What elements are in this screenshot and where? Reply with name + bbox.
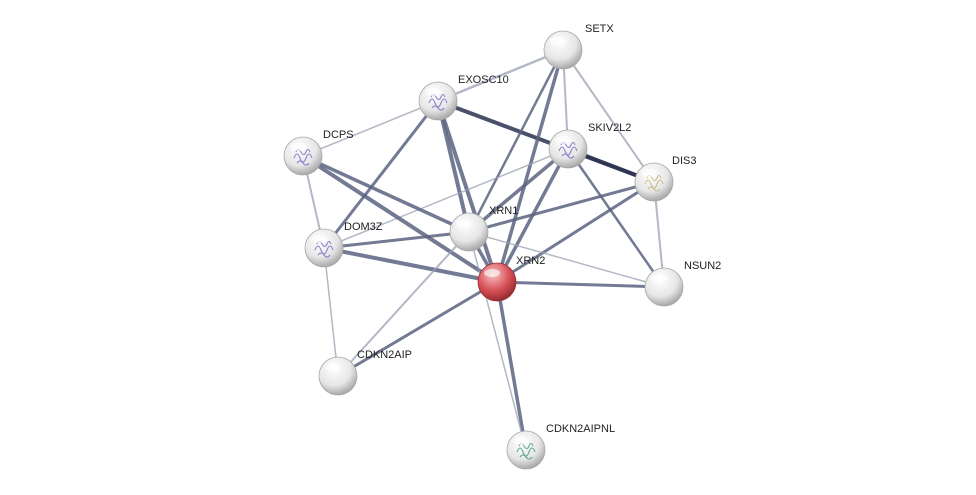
edge-dom3z-cdkn2aip[interactable] [323,247,339,377]
edge-xrn1-nsun2[interactable] [468,231,665,288]
edges [301,48,666,451]
node-label: EXOSC10 [458,74,509,86]
node-sphere[interactable] [304,228,344,268]
edge-setx-xrn1[interactable] [467,49,565,233]
node-sphere[interactable] [283,136,323,176]
node-label: SETX [585,23,614,35]
edge-exosc10-setx[interactable] [437,48,564,103]
node-label: XRN1 [489,205,518,217]
edge-skiv2l2-xrn1[interactable] [467,147,570,234]
sphere-highlight [651,274,667,282]
node-setx[interactable]: SETX [543,23,614,70]
node-xrn1[interactable]: XRN1 [449,205,518,252]
edge-xrn2-cdkn2aipnl[interactable] [495,281,528,451]
node-label: CDKN2AIPNL [546,423,615,435]
node-sphere[interactable] [543,30,583,70]
node-label: NSUN2 [684,260,721,272]
node-dom3z[interactable]: DOM3Z [304,221,383,268]
edge-xrn1-cdkn2aipnl[interactable] [468,231,527,451]
node-exosc10[interactable]: EXOSC10 [418,74,509,121]
node-sphere[interactable] [506,430,546,470]
node-sphere[interactable] [548,129,588,169]
edge-exosc10-dom3z[interactable] [322,100,440,249]
edge-setx-dis3[interactable] [562,49,655,183]
node-sphere[interactable] [418,81,458,121]
node-label: DCPS [323,129,354,141]
node-sphere[interactable] [449,212,489,252]
node-dcps[interactable]: DCPS [283,129,354,176]
node-sphere[interactable] [318,356,358,396]
node-sphere[interactable] [477,262,517,302]
sphere-highlight [513,437,529,445]
node-nsun2[interactable]: NSUN2 [644,260,721,307]
edge-xrn2-nsun2[interactable] [496,280,665,289]
node-skiv2l2[interactable]: SKIV2L2 [548,122,631,169]
edge-xrn2-cdkn2aip[interactable] [337,280,498,378]
node-label: DIS3 [672,155,696,167]
edge-skiv2l2-dom3z[interactable] [323,148,569,249]
node-cdkn2aipnl[interactable]: CDKN2AIPNL [506,423,615,470]
sphere-highlight [550,37,566,45]
sphere-highlight [425,88,441,96]
edge-dom3z-xrn2[interactable] [323,246,498,284]
sphere-highlight [484,269,500,277]
sphere-highlight [641,169,657,177]
edge-skiv2l2-nsun2[interactable] [566,148,666,288]
edge-xrn1-cdkn2aip[interactable] [337,231,470,377]
edge-dcps-xrn1[interactable] [302,154,470,234]
node-label: CDKN2AIP [357,349,412,361]
edge-dcps-xrn2[interactable] [301,154,499,284]
edge-dis3-xrn2[interactable] [496,180,655,284]
node-label: XRN2 [516,255,545,267]
node-label: SKIV2L2 [588,122,631,134]
node-label: DOM3Z [344,221,383,233]
sphere-highlight [555,136,571,144]
node-cdkn2aip[interactable]: CDKN2AIP [318,349,412,396]
edge-exosc10-dcps[interactable] [302,100,439,157]
edge-dis3-xrn1[interactable] [468,180,655,234]
edge-dom3z-xrn1[interactable] [323,230,470,250]
node-sphere[interactable] [634,162,674,202]
sphere-highlight [311,235,327,243]
sphere-highlight [325,363,341,371]
edge-exosc10-xrn2[interactable] [436,100,499,283]
node-xrn2[interactable]: XRN2 [477,255,545,302]
node-sphere[interactable] [644,267,684,307]
sphere-highlight [290,143,306,151]
sphere-highlight [456,219,472,227]
node-dis3[interactable]: DIS3 [634,155,696,202]
